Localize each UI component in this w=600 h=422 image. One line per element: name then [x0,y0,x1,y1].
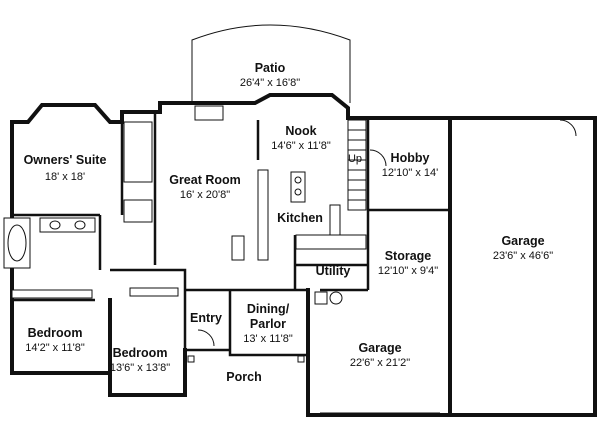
stairs-up-label: Up [348,153,362,165]
garage-large-dims: 23'6" x 46'6" [493,250,553,262]
great-room-name: Great Room [169,173,241,187]
entry-name: Entry [190,311,222,325]
porch-name: Porch [226,370,261,384]
hobby-dims: 12'10" x 14' [382,167,438,179]
dining-dims: 13' x 11'8" [243,333,293,345]
patio-outline [191,24,351,103]
bedroom-mid-dims: 13'6" x 13'8" [110,362,170,374]
hobby-name: Hobby [391,151,430,165]
garage-small-name: Garage [358,341,401,355]
kitchen-name: Kitchen [277,211,323,225]
storage-dims: 12'10" x 9'4" [378,265,438,277]
bedroom-left-dims: 14'2" x 11'8" [25,342,85,354]
fixtures [3,105,596,414]
nook-name: Nook [285,124,316,138]
dining-name: Dining/ [247,302,290,316]
utility-name: Utility [316,264,351,278]
stairs [347,119,367,211]
room-labels: Patio 26'4" x 16'8" Nook 14'6" x 11'8" O… [24,61,554,384]
exterior-walls [10,93,597,417]
bedroom-left-name: Bedroom [28,326,83,340]
owners-suite-name: Owners' Suite [24,153,107,167]
patio-dims: 26'4" x 16'8" [240,77,300,89]
patio-name: Patio [255,61,286,75]
bedroom-mid-name: Bedroom [113,346,168,360]
dining-name-2: Parlor [250,317,286,331]
owners-suite-dims: 18' x 18' [45,171,85,183]
interior-walls [12,112,450,357]
garage-large-name: Garage [501,234,544,248]
great-room-dims: 16' x 20'8" [180,189,230,201]
storage-name: Storage [385,249,432,263]
nook-dims: 14'6" x 11'8" [271,140,331,152]
garage-small-dims: 22'6" x 21'2" [350,357,410,369]
